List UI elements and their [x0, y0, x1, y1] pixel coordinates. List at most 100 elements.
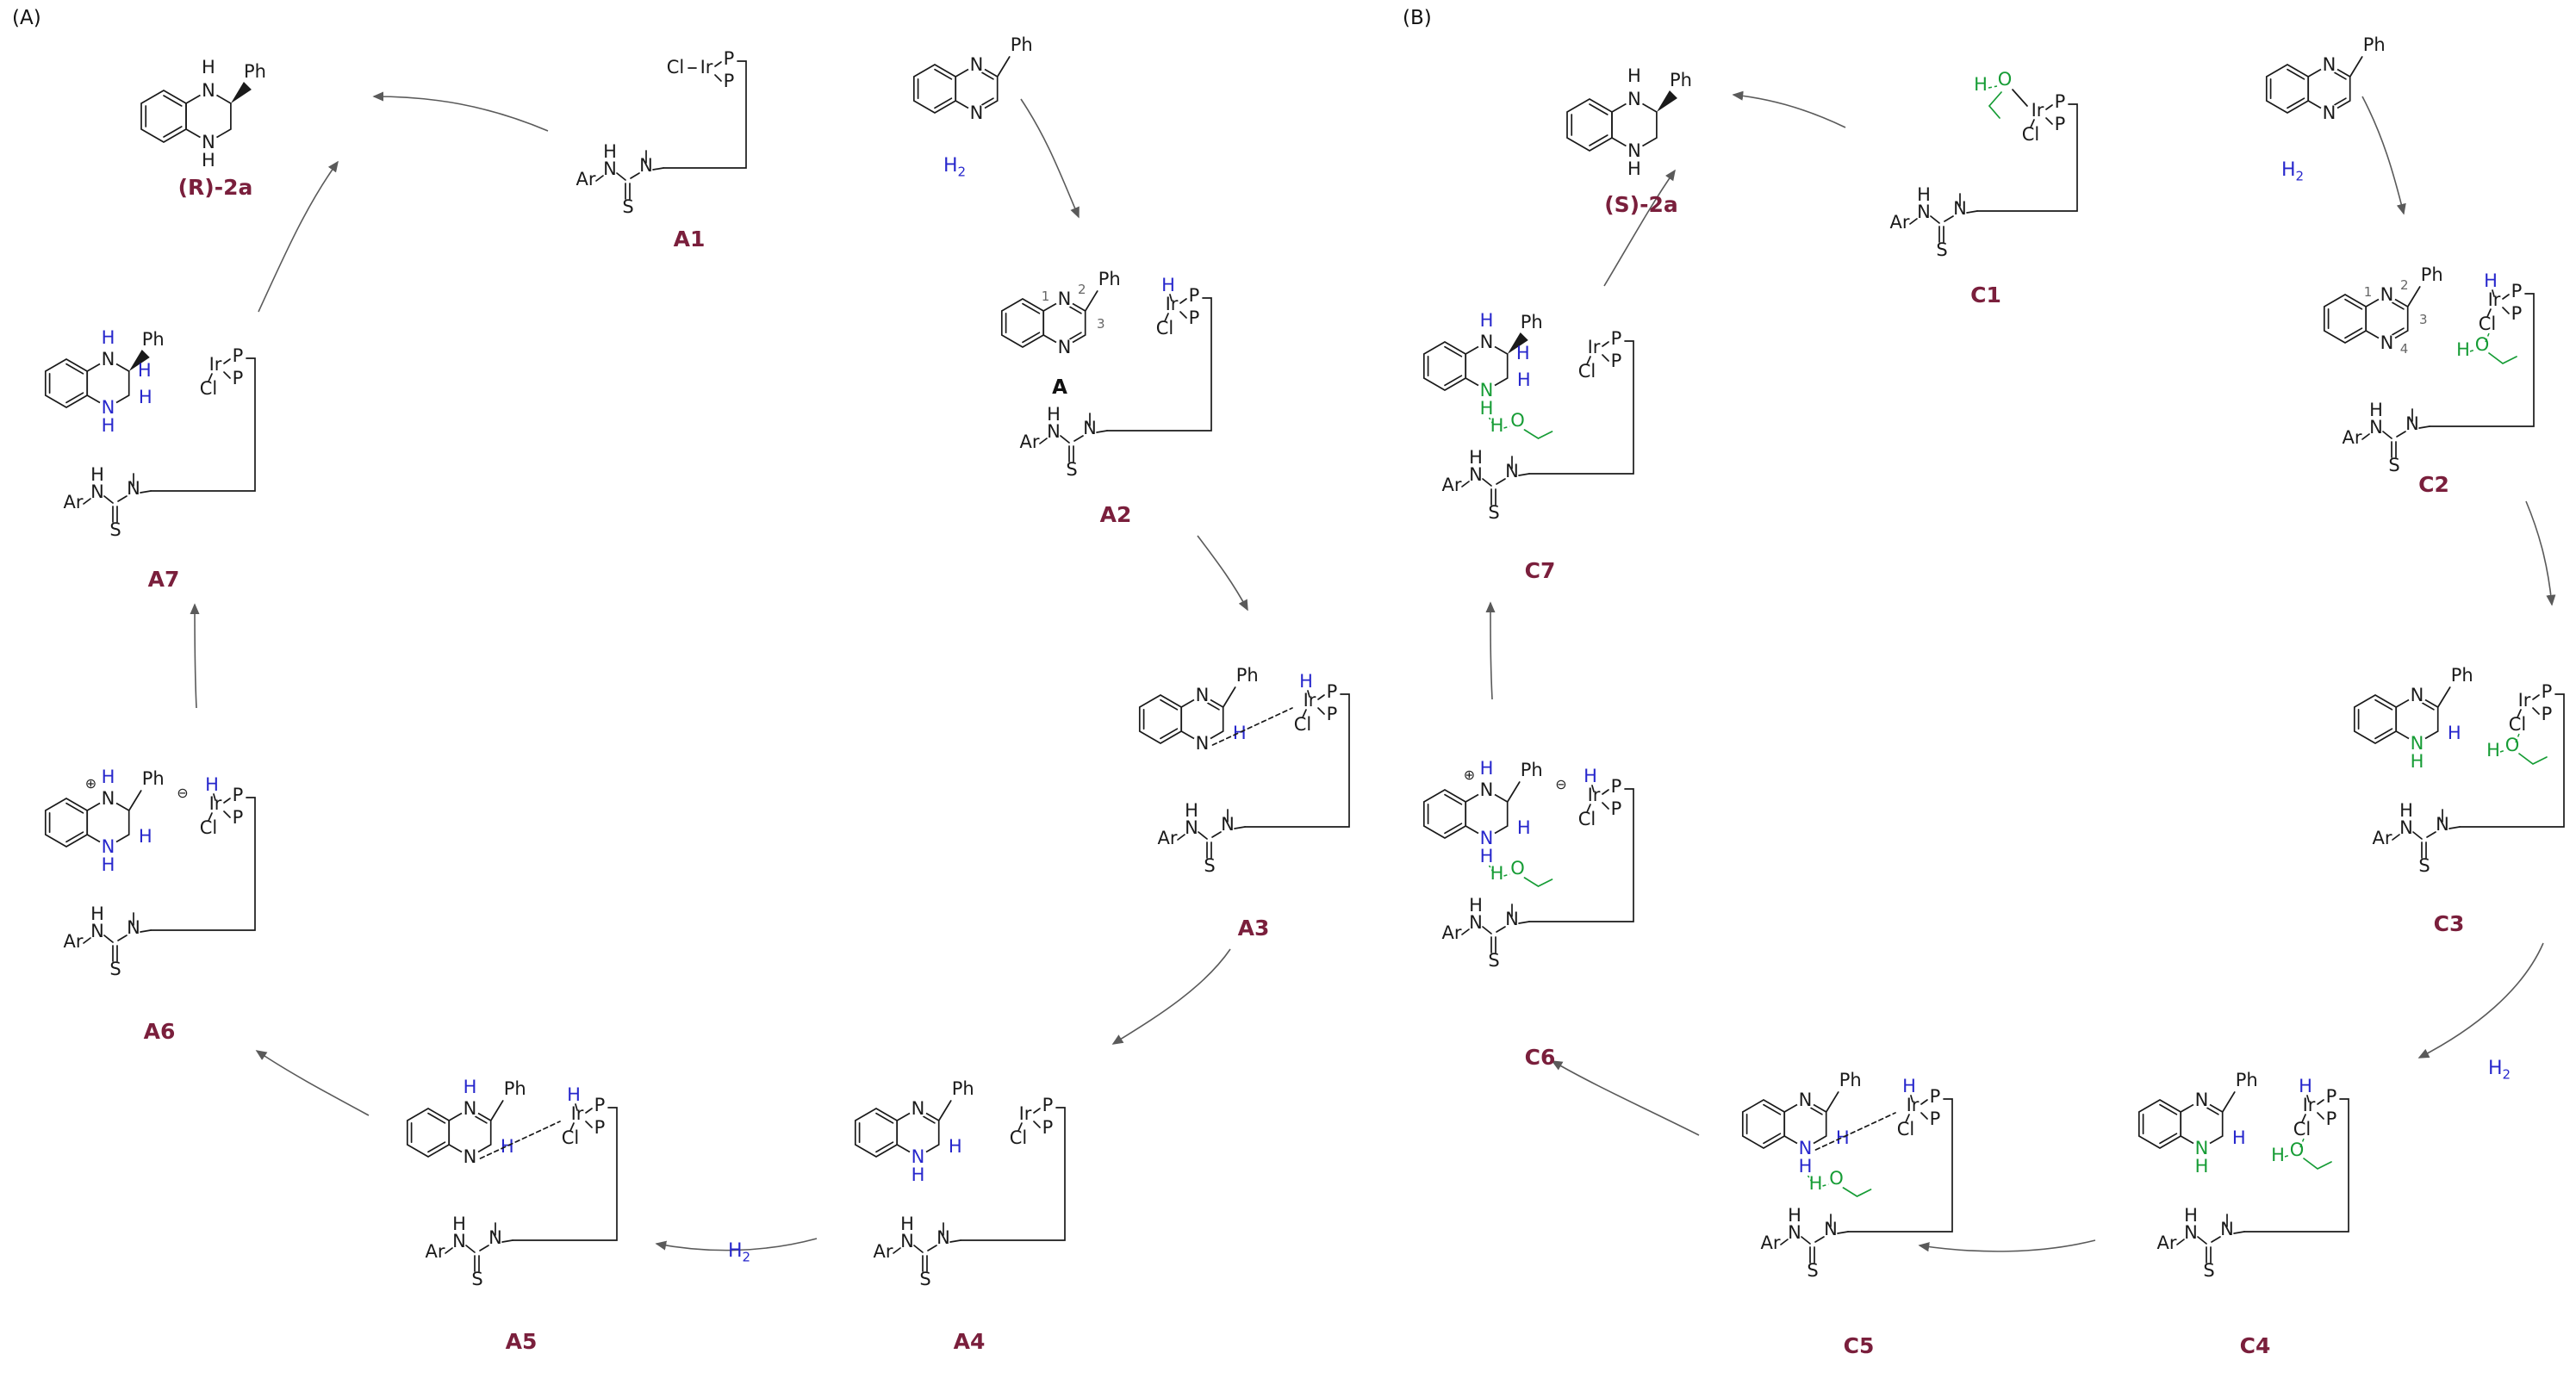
ring-nh-bottom-label: H	[1480, 846, 1494, 866]
thiourea-n-label: N	[2184, 1222, 2198, 1243]
cycle-arrow	[1111, 948, 1231, 1045]
cycle-arrow	[1197, 535, 1248, 612]
ethanol-h-label: H	[1490, 863, 1504, 884]
sulfur-label: S	[2388, 455, 2399, 475]
thiourea-nh-label: H	[603, 141, 617, 162]
ring-n4-label: N	[1058, 337, 1072, 357]
ring-n1-label: N	[1799, 1090, 1813, 1110]
phosphine-label: P	[1611, 776, 1622, 797]
ring-n4-label: N	[202, 132, 215, 152]
chloride-label: Cl	[1897, 1119, 1915, 1140]
h2-label: H2	[2488, 1058, 2511, 1082]
c3-h-label: H	[1517, 817, 1531, 838]
c2-h-label: H	[1516, 343, 1530, 363]
phenyl-label: Ph	[142, 768, 165, 789]
phenyl-label: Ph	[1839, 1070, 1862, 1090]
species-label: A2	[1100, 502, 1132, 527]
thiourea-n-label: N	[2369, 417, 2383, 438]
ring-nh-top-label: H	[102, 327, 115, 348]
phosphine-label: P	[1327, 681, 1338, 702]
h2-subscript: 2	[2502, 1066, 2511, 1083]
thiourea-n-label: N	[1505, 461, 1519, 481]
phenyl-label: Ph	[2421, 264, 2443, 285]
thiourea-n-label: N	[2399, 817, 2413, 838]
ethanol-h-label: H	[2271, 1145, 2285, 1165]
ring-number-label: 2	[1078, 282, 1086, 297]
ir-hydride-label: H	[1161, 275, 1175, 295]
ring-n4-label: N	[970, 102, 984, 123]
thiourea-nh-label: H	[900, 1214, 914, 1234]
panel-b-label: (B)	[1403, 7, 1432, 29]
species-label: (S)-2a	[1604, 192, 1678, 217]
chloride-label: Cl	[2293, 1119, 2312, 1140]
ir-hydride-label: H	[1299, 671, 1313, 692]
ring-n1-label: N	[1058, 289, 1072, 309]
phosphine-label: P	[1189, 307, 1200, 328]
phosphine-label: P	[2511, 303, 2523, 324]
species-label: C2	[2418, 472, 2449, 497]
iridium-label: Ir	[571, 1103, 584, 1124]
phosphine-label: P	[1930, 1086, 1941, 1107]
ring-n4-label: N	[2195, 1138, 2209, 1158]
ring-number-label: 1	[1042, 289, 1050, 304]
ethanol-h-label: H	[2486, 740, 2500, 761]
chloride-label: Cl	[1578, 361, 1596, 382]
h2-label: H2	[943, 155, 966, 179]
ring-n1-label: N	[1480, 332, 1494, 352]
species-label: A6	[144, 1019, 176, 1044]
ir-hydride-label: H	[2299, 1076, 2312, 1096]
c3-h-label: H	[1233, 723, 1247, 743]
thiourea-nh-label: H	[90, 904, 104, 924]
phosphine-label: P	[233, 368, 244, 388]
minus-charge: ⊖	[1555, 776, 1566, 792]
ring-nh-bottom-label: H	[2195, 1156, 2209, 1177]
phosphine-label: P	[1189, 285, 1200, 306]
ring-n4-label: N	[2323, 102, 2336, 123]
cycle-arrow	[190, 603, 200, 709]
phosphine-label: P	[724, 71, 735, 91]
sulfur-label: S	[1066, 459, 1077, 480]
phosphine-label: P	[1327, 704, 1338, 724]
chloride-label: Cl	[667, 57, 685, 78]
aryl-label: Ar	[64, 492, 84, 512]
h2-h: H	[728, 1240, 743, 1262]
product-nh-bottom-label: H	[1627, 158, 1641, 179]
ethanol-h-label: H	[1490, 415, 1504, 436]
aryl-label: Ar	[1158, 828, 1178, 848]
ring-n1-label: N	[912, 1098, 925, 1119]
phosphine-label: P	[2511, 281, 2523, 301]
phenyl-label: Ph	[1236, 665, 1259, 686]
aryl-label: Ar	[1020, 432, 1040, 452]
iridium-label: Ir	[1907, 1095, 1920, 1115]
iridium-label: Ir	[1166, 294, 1179, 314]
phenyl-label: Ph	[2451, 665, 2473, 686]
sulfur-label: S	[109, 519, 121, 540]
phenyl-label: Ph	[952, 1078, 974, 1099]
phosphine-label: P	[2326, 1086, 2337, 1107]
ring-n1-label: N	[464, 1098, 477, 1119]
ring-nh-top-label: H	[102, 767, 115, 787]
sulfur-label: S	[1936, 239, 1947, 260]
thiourea-n-label: N	[936, 1227, 950, 1248]
sulfur-label: S	[2203, 1260, 2214, 1281]
ring-n4-label: N	[1480, 828, 1494, 848]
sulfur-label: S	[622, 196, 633, 217]
phenyl-label: Ph	[504, 1078, 526, 1099]
ring-nh-bottom-label: H	[1480, 398, 1494, 419]
c3-h-label: H	[139, 826, 152, 847]
ir-hydride-label: H	[567, 1084, 581, 1105]
ethanol-o-label: O	[1998, 69, 2013, 90]
ring-n4-label: N	[1480, 380, 1494, 401]
thiourea-nh-label: H	[1917, 184, 1931, 205]
aryl-label: Ar	[874, 1241, 893, 1262]
thiourea-n-label: N	[2436, 814, 2449, 835]
ring-n4-label: N	[102, 836, 115, 857]
